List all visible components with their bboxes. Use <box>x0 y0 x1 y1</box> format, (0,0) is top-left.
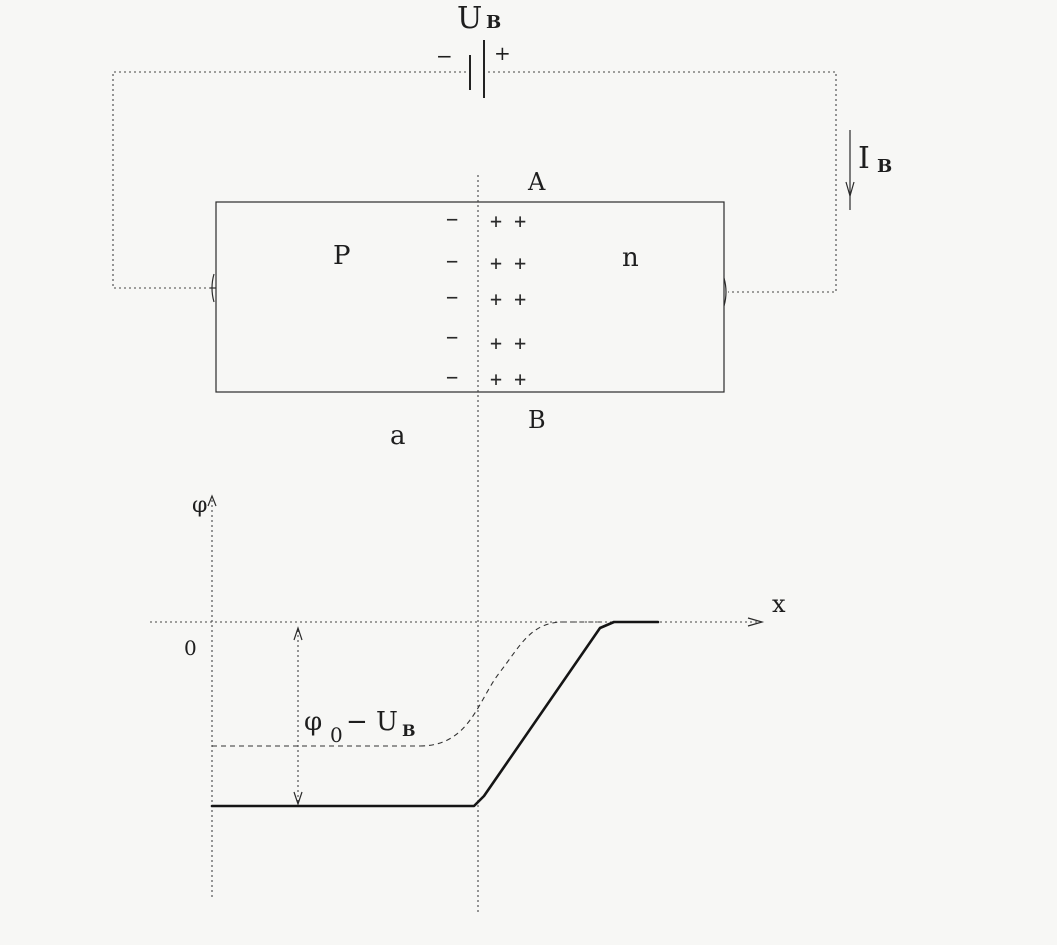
negative-charge: − <box>446 365 458 389</box>
positive-charge: + + <box>490 209 526 233</box>
semiconductor-block <box>215 201 725 393</box>
wire-right <box>488 71 837 293</box>
battery-plus: + <box>494 41 511 65</box>
region-p-label: P <box>333 241 351 271</box>
barrier-label-phi: φ <box>304 707 322 737</box>
negative-charges: − − − − − <box>446 207 458 389</box>
positive-charges: + + + + + + + + + + <box>490 209 526 391</box>
negative-charge: − <box>446 285 458 309</box>
circuit-wires <box>112 71 837 307</box>
wire-left <box>112 71 466 289</box>
positive-charge: + + <box>490 251 526 275</box>
zero-label: 0 <box>184 636 197 660</box>
current-label-sub: B <box>877 156 892 177</box>
battery-symbol: − + U B <box>436 1 511 98</box>
negative-charge: − <box>446 249 458 273</box>
x-axis-label: x <box>772 590 786 618</box>
junction-label-bottom: B <box>528 406 546 434</box>
positive-charge: + + <box>490 287 526 311</box>
barrier-label-rest-sub: B <box>402 721 416 740</box>
barrier-label: φ 0 − U B <box>304 707 416 747</box>
current-indicator: I B <box>845 130 892 210</box>
x-axis-arrow <box>747 617 765 627</box>
equilibrium-potential-curve <box>419 621 600 747</box>
barrier-dimension-arrow-top <box>293 626 303 641</box>
biased-potential-curve <box>210 620 660 808</box>
barrier-label-rest: − U <box>346 707 398 737</box>
positive-charge: + + <box>490 331 526 355</box>
y-axis-label: φ <box>192 493 207 518</box>
y-axis-arrow <box>207 494 217 507</box>
battery-minus: − <box>436 44 453 68</box>
region-n-label: n <box>622 243 639 273</box>
battery-label: U <box>457 1 482 36</box>
current-arrow-head <box>845 181 855 199</box>
barrier-dimension-arrow-bottom <box>293 791 303 806</box>
negative-charge: − <box>446 207 458 231</box>
barrier-label-phi-sub: 0 <box>330 723 343 747</box>
contact-left-mark <box>211 273 215 303</box>
figure-caption: a <box>390 421 406 451</box>
junction-label-top: A <box>527 168 546 196</box>
positive-charge: + + <box>490 367 526 391</box>
battery-label-sub: B <box>486 12 501 33</box>
negative-charge: − <box>446 325 458 349</box>
current-label: I <box>858 141 870 176</box>
